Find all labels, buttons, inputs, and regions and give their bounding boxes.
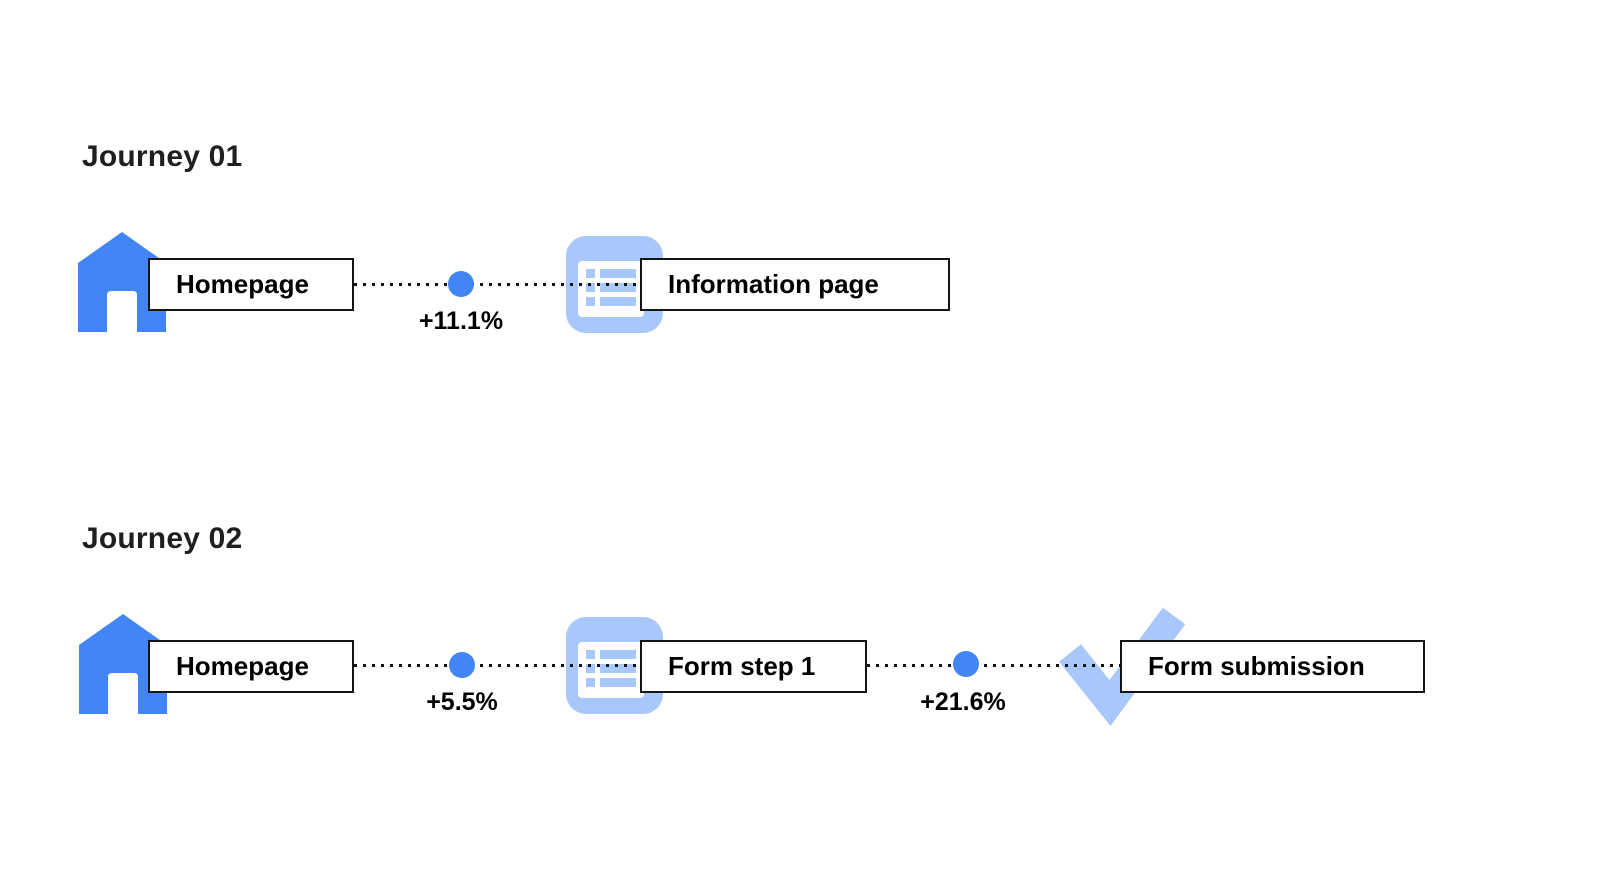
connector-dotted-line	[354, 664, 640, 667]
node-label-text: Form submission	[1148, 651, 1365, 681]
node-label-text: Form step 1	[668, 651, 816, 681]
home-icon	[79, 614, 167, 714]
node-box-homepage[interactable]: Homepage	[148, 258, 354, 311]
transition-percent: +21.6%	[920, 688, 1006, 716]
connector-dotted-line	[867, 664, 1120, 667]
transition-dot	[449, 652, 475, 678]
transition-percent: +5.5%	[426, 688, 498, 716]
node-box-form-step-1[interactable]: Form step 1	[640, 640, 867, 693]
node-box-information-page[interactable]: Information page	[640, 258, 950, 311]
journey-2-title: Journey 02	[82, 522, 243, 555]
transition-dot	[953, 651, 979, 677]
node-label-text: Information page	[668, 269, 879, 299]
node-label-text: Homepage	[176, 651, 309, 681]
home-icon	[78, 232, 166, 332]
connector-dotted-line	[354, 283, 640, 286]
transition-percent: +11.1%	[418, 307, 504, 335]
node-box-homepage[interactable]: Homepage	[148, 640, 354, 693]
node-label-text: Homepage	[176, 269, 309, 299]
node-box-form-submission[interactable]: Form submission	[1120, 640, 1425, 693]
transition-dot	[448, 271, 474, 297]
journey-1-title: Journey 01	[82, 140, 243, 173]
